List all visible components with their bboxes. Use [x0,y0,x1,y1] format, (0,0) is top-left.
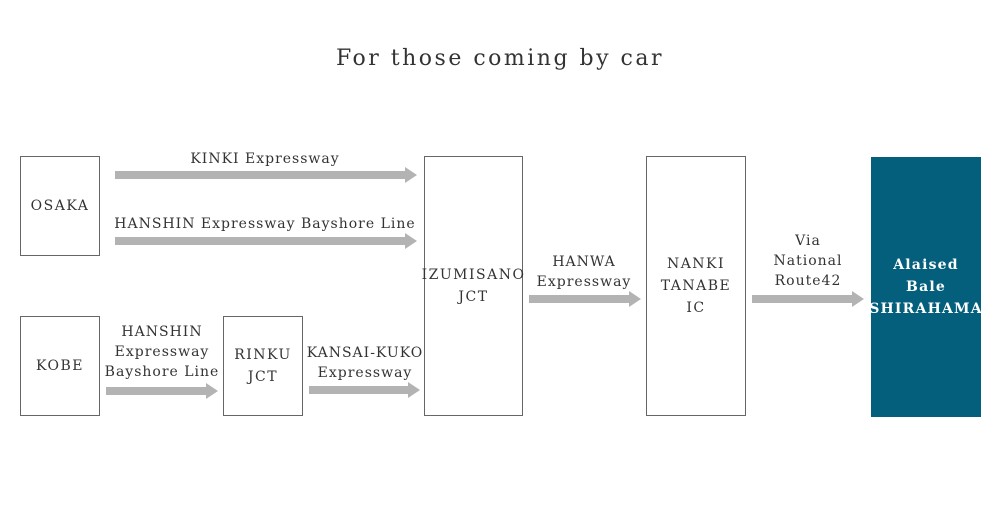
arrow-izumisano-nanki [529,291,641,307]
node-osaka: OSAKA [20,156,100,256]
node-nanki-tanabe-ic: NANKI TANABE IC [646,156,746,416]
route-label-kinki: KINKI Expressway [190,151,340,167]
arrow-kobe-rinku [106,383,218,399]
route-label-kansai-kuko: KANSAI-KUKO Expressway [306,345,424,381]
node-destination: Alaised Bale SHIRAHAMA [869,157,983,417]
node-kobe: KOBE [20,316,100,416]
node-izumisano-jct: IZUMISANO JCT [421,156,526,416]
page-title: For those coming by car [335,46,665,71]
route-label-hanshin-kobe: HANSHIN Expressway Bayshore Line [104,324,220,380]
arrow-nanki-destination [752,291,864,307]
arrow-osaka-kinki [115,167,417,183]
node-nanki-tanabe-ic-label: NANKI TANABE IC [660,256,732,316]
node-rinku-jct: RINKU JCT [223,316,303,416]
arrow-osaka-hanshin [115,233,417,249]
route-label-hanshin-osaka: HANSHIN Expressway Bayshore Line [114,216,416,232]
node-rinku-jct-label: RINKU JCT [234,347,292,385]
node-destination-label: Alaised Bale SHIRAHAMA [869,257,983,317]
node-osaka-label: OSAKA [30,198,90,214]
arrow-rinku-izumisano [309,382,420,398]
node-kobe-label: KOBE [35,358,85,374]
route-label-hanwa: HANWA Expressway [536,254,632,290]
route-label-national-route: Via National Route42 [773,233,843,289]
node-izumisano-jct-label: IZUMISANO JCT [421,267,526,305]
